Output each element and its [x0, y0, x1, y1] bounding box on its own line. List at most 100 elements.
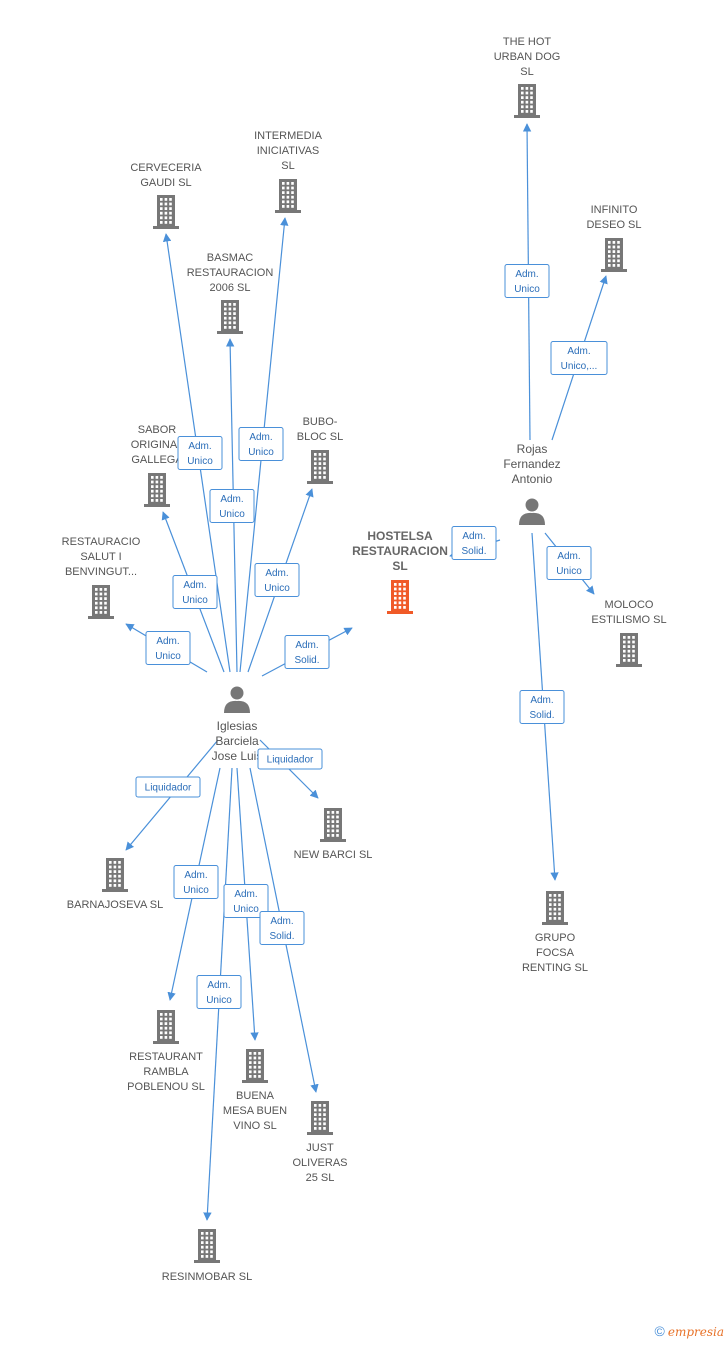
building-icon	[217, 300, 243, 334]
relation-label-box	[284, 635, 330, 669]
company-node-infinito[interactable]: INFINITO DESEO SL	[586, 204, 642, 272]
relation-label-text: Adm.	[462, 531, 485, 542]
building-icon	[194, 1229, 220, 1263]
relation-label-basmac[interactable]: Adm.Unico	[209, 489, 255, 523]
company-name: JUST	[306, 1142, 334, 1154]
relation-label-hostelsa[interactable]: Adm.Solid.	[284, 635, 330, 669]
relation-label-text: Adm.	[557, 551, 580, 562]
company-name: GAUDI SL	[140, 177, 191, 189]
relation-label-sabor[interactable]: Adm.Unico	[172, 575, 218, 609]
relation-label-text: Adm.	[265, 568, 288, 579]
relation-label-box	[254, 563, 300, 597]
relation-label-rambla[interactable]: Adm.Unico	[173, 865, 219, 899]
relation-label-box	[177, 436, 223, 470]
company-name: ESTILISMO SL	[591, 614, 666, 626]
person-name: Jose Luis	[212, 749, 263, 763]
relation-label-hot_urban_dog[interactable]: Adm.Unico	[504, 264, 550, 298]
relation-label-grupo_focsa[interactable]: Adm.Solid.	[519, 690, 565, 724]
building-icon	[542, 891, 568, 925]
company-node-restauracio[interactable]: RESTAURACIO SALUT I BENVINGUT...	[62, 536, 141, 619]
company-node-intermedia[interactable]: INTERMEDIA INICIATIVAS SL	[254, 130, 323, 213]
relation-label-box	[546, 546, 592, 580]
relation-label-text: Unico,...	[561, 361, 598, 372]
company-name: INTERMEDIA	[254, 130, 323, 142]
relation-label-box	[135, 776, 201, 798]
relation-label-text: Unico	[155, 651, 181, 662]
relation-label-hostelsa[interactable]: Adm. Solid.	[451, 526, 497, 560]
company-node-bubo[interactable]: BUBO-BLOC SL	[297, 416, 343, 484]
company-name: BUENA	[236, 1090, 275, 1102]
footer-brand[interactable]: ©empresia	[655, 1323, 724, 1339]
relation-label-text: Unico	[206, 995, 232, 1006]
relation-label-new_barci[interactable]: Liquidador	[257, 748, 323, 770]
company-name: INICIATIVAS	[257, 145, 320, 157]
relation-label-text: Solid.	[294, 655, 319, 666]
building-icon	[307, 1101, 333, 1135]
company-name: ORIGINAL	[131, 439, 184, 451]
building-icon	[242, 1049, 268, 1083]
relation-label-text: Adm.	[156, 636, 179, 647]
company-name: GALLEGA	[131, 454, 183, 466]
relation-label-bubo[interactable]: Adm. Unico	[254, 563, 300, 597]
company-name: DESEO SL	[586, 219, 641, 231]
company-name: VINO SL	[233, 1120, 276, 1132]
relation-label-box	[173, 865, 219, 899]
person-name: Rojas	[517, 442, 548, 456]
company-name: SL	[281, 160, 294, 172]
relation-label-box	[259, 911, 305, 945]
company-node-new_barci[interactable]: NEW BARCI SL	[294, 808, 373, 861]
relation-label-text: Adm.	[188, 441, 211, 452]
relation-label-box	[145, 631, 191, 665]
relation-label-text: Adm.	[515, 269, 538, 280]
building-icon	[307, 450, 333, 484]
relation-label-box	[519, 690, 565, 724]
building-icon	[320, 808, 346, 842]
relation-label-text: Liquidador	[267, 755, 314, 766]
relation-label-text: Adm.	[249, 432, 272, 443]
relation-label-intermedia[interactable]: Adm.Unico	[238, 427, 284, 461]
company-name: INFINITO	[591, 204, 638, 216]
company-name: NEW BARCI SL	[294, 849, 373, 861]
relation-label-box	[257, 748, 323, 770]
company-name: RESTAURACIO	[62, 536, 141, 548]
company-name: BENVINGUT...	[65, 566, 137, 578]
relation-label-just_oliveras[interactable]: Adm.Solid.	[259, 911, 305, 945]
relation-label-text: Solid.	[461, 546, 486, 557]
relation-labels-layer: Adm.UnicoAdm.Unico,...Adm.Solid.Adm.Unic…	[135, 264, 608, 1009]
relation-label-resinmobar[interactable]: Adm.Unico	[196, 975, 242, 1009]
relation-label-barnajoseva[interactable]: Liquidador	[135, 776, 201, 798]
building-icon	[102, 858, 128, 892]
company-name: RESTAURANT	[129, 1051, 203, 1063]
company-name: RAMBLA	[143, 1066, 189, 1078]
relation-label-buena_mesa[interactable]: Adm.Unico	[223, 884, 269, 918]
relation-label-restauracio[interactable]: Adm. Unico	[145, 631, 191, 665]
relation-label-box	[451, 526, 497, 560]
company-name: RESINMOBAR SL	[162, 1271, 252, 1283]
company-name: SL	[520, 66, 533, 78]
relation-label-text: Unico	[182, 595, 208, 606]
company-name: SALUT I	[80, 551, 121, 563]
relation-label-box	[238, 427, 284, 461]
relation-label-moloco[interactable]: Adm.Unico	[546, 546, 592, 580]
relation-label-text: Adm.	[530, 695, 553, 706]
relation-label-cerveceria[interactable]: Adm.Unico	[177, 436, 223, 470]
relation-label-infinito[interactable]: Adm.Unico,...	[550, 341, 608, 375]
company-node-barnajoseva[interactable]: BARNAJOSEVA SL	[67, 858, 163, 911]
company-name: 25 SL	[306, 1172, 335, 1184]
company-node-resinmobar[interactable]: RESINMOBAR SL	[162, 1229, 252, 1283]
relation-label-text: Unico	[264, 583, 290, 594]
relation-label-text: Liquidador	[145, 783, 192, 794]
